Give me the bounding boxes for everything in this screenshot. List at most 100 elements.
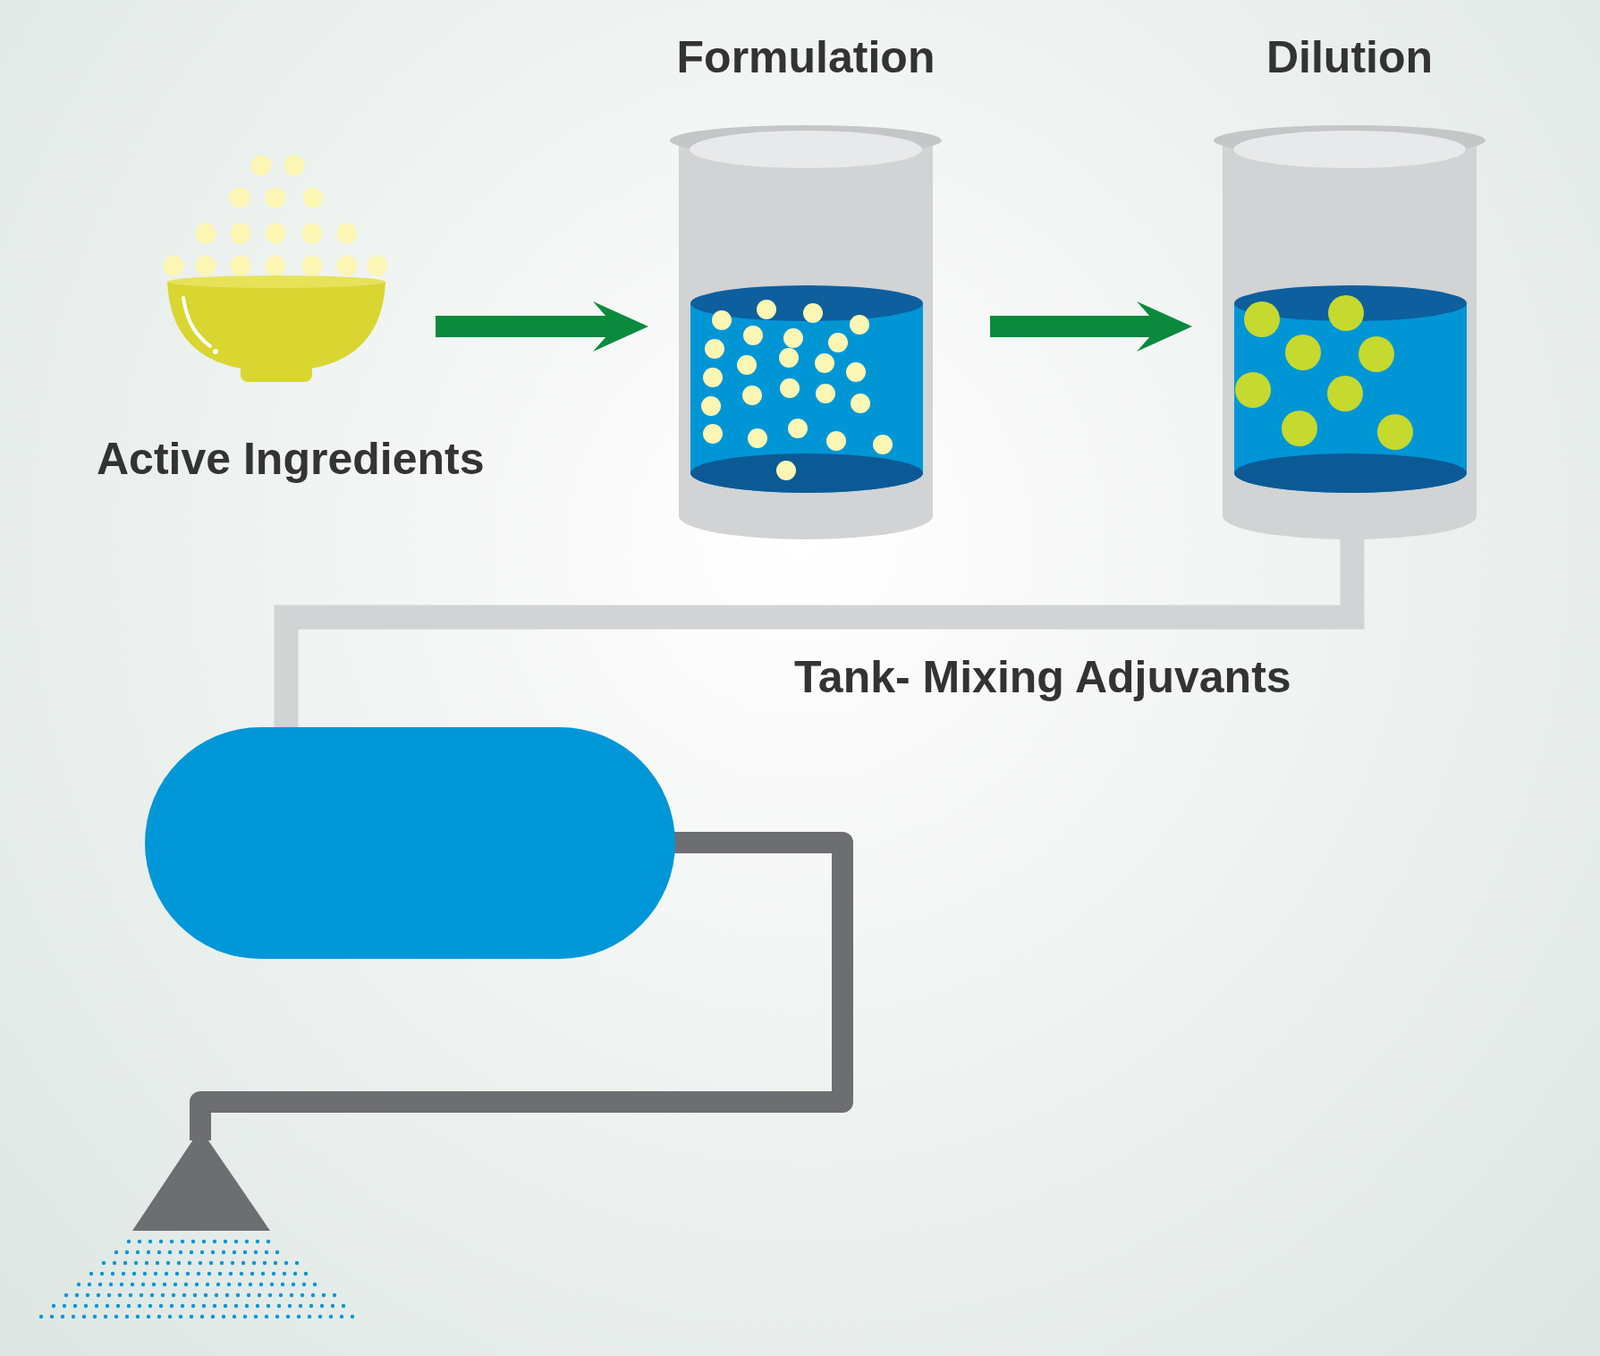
droplet <box>273 1261 278 1265</box>
droplet <box>205 1282 210 1287</box>
droplet <box>307 1314 312 1319</box>
droplet <box>109 1282 113 1287</box>
droplet <box>114 1314 119 1319</box>
droplet <box>191 1239 195 1244</box>
droplet <box>71 1314 76 1319</box>
droplet-particle <box>1328 295 1364 331</box>
droplet <box>255 1303 260 1308</box>
liquid <box>690 303 923 493</box>
droplet <box>153 1271 158 1276</box>
droplet <box>152 1282 156 1287</box>
ingredient-dot <box>229 187 251 209</box>
droplet <box>194 1282 199 1287</box>
ingredient-dot <box>826 431 847 451</box>
droplet <box>237 1282 242 1287</box>
droplet <box>107 1293 111 1297</box>
droplet <box>275 1314 280 1319</box>
droplet <box>221 1314 226 1319</box>
droplet <box>329 1314 333 1319</box>
droplet <box>253 1250 258 1254</box>
droplet <box>341 1303 346 1308</box>
droplet <box>277 1303 281 1308</box>
droplet <box>245 1239 249 1244</box>
droplet <box>243 1314 247 1319</box>
droplet <box>286 1314 290 1319</box>
ingredient-dot <box>747 428 768 449</box>
droplet <box>132 1271 136 1276</box>
liquid-bottom <box>1234 453 1467 493</box>
ingredient-dot <box>787 418 808 439</box>
droplet <box>160 1293 165 1297</box>
droplet <box>84 1303 88 1308</box>
droplet <box>211 1250 215 1254</box>
droplet <box>218 1271 222 1276</box>
ingredient-dot <box>704 338 725 359</box>
droplet <box>291 1282 296 1287</box>
droplet <box>304 1271 308 1276</box>
ingredient-dot <box>302 255 323 277</box>
droplet <box>146 1250 151 1254</box>
ingredient-dot <box>776 460 796 481</box>
node-title: Dilution <box>1201 32 1499 85</box>
ingredient-dot <box>814 353 835 373</box>
droplet <box>51 1303 56 1308</box>
ingredient-dot <box>367 255 389 277</box>
ingredient-dot <box>265 187 287 209</box>
droplet <box>234 1303 238 1308</box>
droplet <box>105 1303 110 1308</box>
spray-droplets <box>39 1239 355 1319</box>
ingredient-dot <box>251 155 272 177</box>
droplet <box>284 1261 288 1265</box>
droplet <box>200 1314 204 1319</box>
droplet <box>137 1303 142 1308</box>
droplet <box>200 1250 204 1254</box>
ingredient-dot <box>195 223 217 245</box>
droplet <box>252 1261 256 1265</box>
ingredient-dot <box>779 378 800 398</box>
droplet <box>216 1282 221 1287</box>
droplet <box>180 1303 185 1308</box>
droplet <box>164 1271 169 1276</box>
droplet <box>148 1239 153 1244</box>
arrow-head <box>1136 301 1193 352</box>
droplet <box>130 1282 135 1287</box>
droplet <box>96 1293 101 1297</box>
droplet <box>203 1293 208 1297</box>
droplet <box>255 1239 260 1244</box>
droplet <box>198 1261 203 1265</box>
droplet <box>270 1282 274 1287</box>
droplet <box>171 1293 176 1297</box>
droplet <box>119 1282 124 1287</box>
droplet <box>248 1282 253 1287</box>
droplet <box>114 1250 119 1254</box>
droplet <box>180 1239 185 1244</box>
liquid-bottom <box>690 453 923 493</box>
ingredient-dot <box>711 310 732 331</box>
pipe-label: Tank- Mixing Adjuvants <box>794 651 1292 703</box>
flow-arrow <box>990 301 1193 352</box>
droplet-particle <box>1281 410 1318 447</box>
droplet <box>225 1293 229 1297</box>
droplet <box>202 1239 206 1244</box>
droplet <box>193 1293 197 1297</box>
droplet <box>121 1271 126 1276</box>
ingredient-dot <box>850 393 871 414</box>
droplet <box>85 1293 90 1297</box>
node-title: Formulation <box>657 32 955 85</box>
ingredient-dot <box>702 423 723 444</box>
droplet <box>148 1303 153 1308</box>
droplet <box>118 1293 122 1297</box>
droplet <box>98 1282 102 1287</box>
droplet <box>94 1303 99 1308</box>
droplet <box>221 1250 226 1254</box>
droplet <box>178 1314 183 1319</box>
droplet <box>73 1303 77 1308</box>
beaker-body <box>1222 142 1477 540</box>
droplet <box>264 1250 269 1254</box>
beaker-body <box>678 142 933 540</box>
ingredient-dot <box>803 303 823 323</box>
ingredient-dot <box>195 255 217 277</box>
droplet <box>313 1282 317 1287</box>
droplet <box>62 1303 67 1308</box>
ingredient-dot <box>756 299 777 320</box>
